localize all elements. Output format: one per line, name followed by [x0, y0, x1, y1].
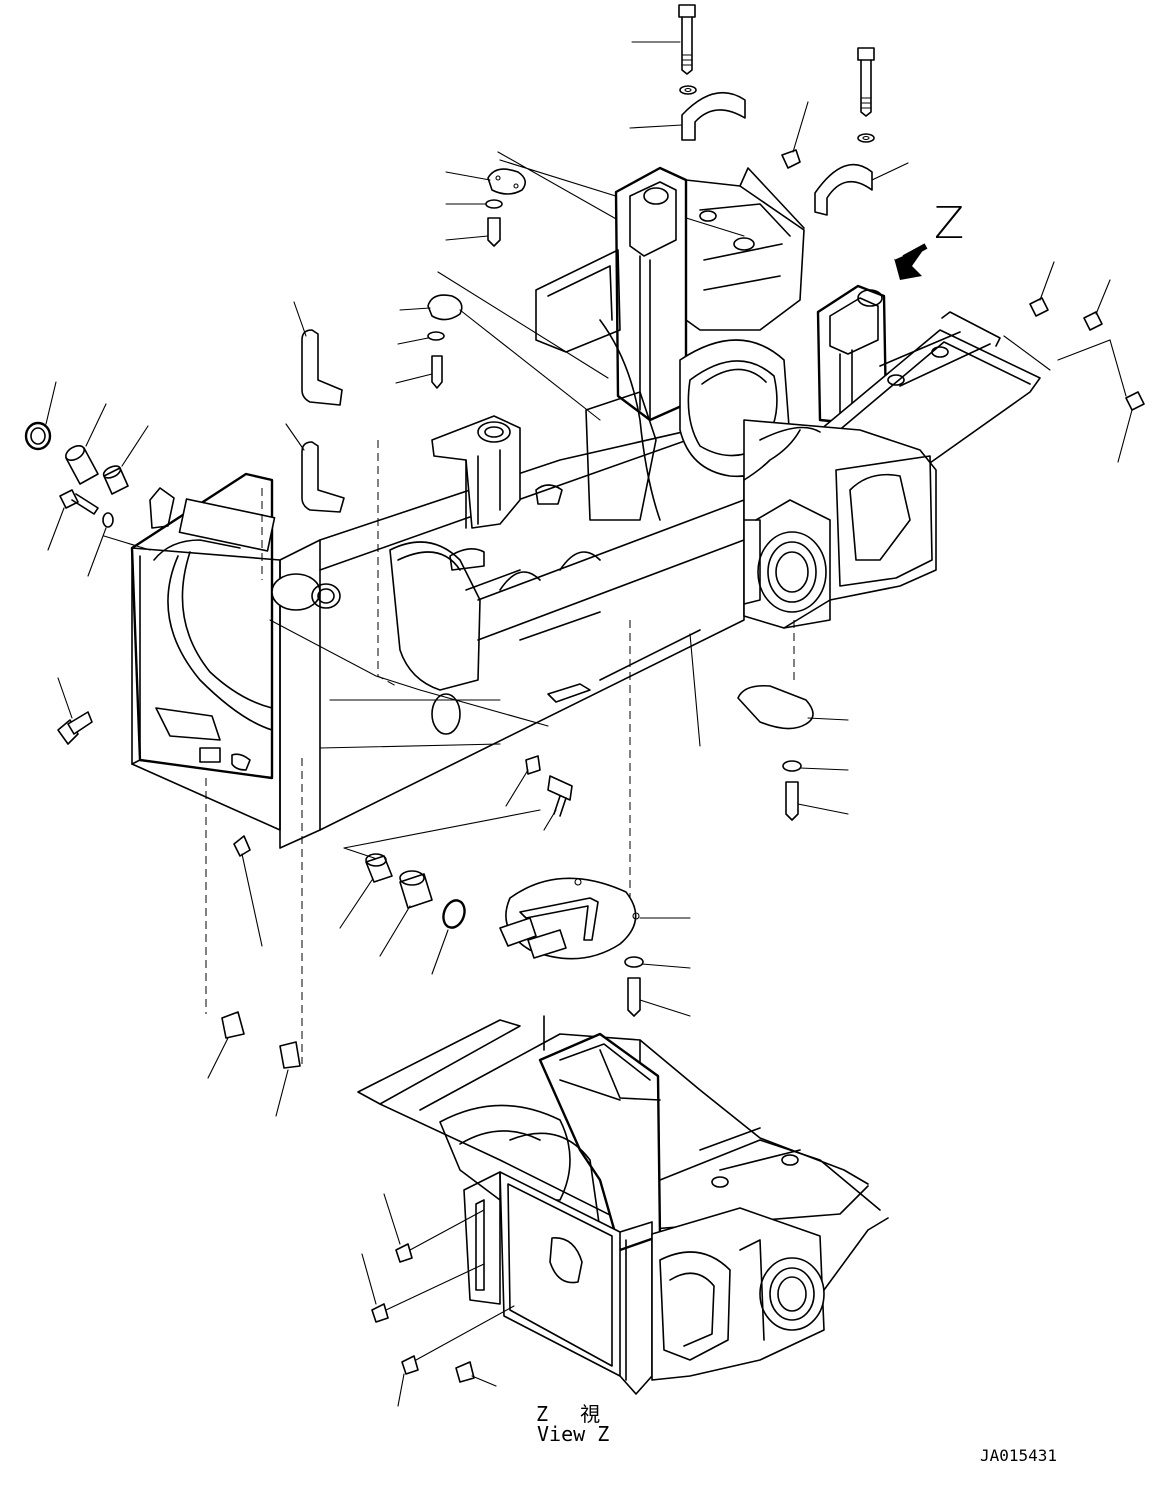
l-bracket-1 — [293, 301, 343, 406]
disc-plate-center — [499, 877, 691, 1017]
bolt-left — [47, 489, 114, 577]
cover-plate-mid — [395, 294, 463, 389]
view-z-detail — [357, 1015, 889, 1395]
view-z-caption-jp: Z 視 — [536, 1402, 611, 1426]
bearing-cap-left — [629, 91, 746, 141]
top-bolt-left — [631, 4, 697, 95]
dashed-guides — [205, 440, 795, 1064]
guide-lines-frame — [103, 335, 1127, 861]
main-frame — [130, 166, 1041, 849]
bushing-left-2 — [102, 425, 149, 495]
grease-fitting-left — [57, 677, 93, 745]
view-z-arrow — [894, 243, 928, 280]
view-z-plugs — [361, 1193, 515, 1407]
plugs-lower-left — [207, 835, 301, 1117]
l-bracket-2 — [285, 423, 345, 513]
bushing-left-1 — [65, 403, 107, 485]
view-z-caption-en: View Z — [537, 1422, 610, 1446]
seal-ring-left — [24, 381, 57, 451]
nut-washer-center — [505, 755, 573, 831]
bearing-cap-right — [814, 162, 909, 216]
drawing-number: JA015431 — [980, 1446, 1058, 1465]
top-bolt-right — [857, 47, 875, 143]
bushings-center — [339, 853, 466, 975]
view-z-letter: Z — [934, 198, 965, 249]
cover-plate-upper — [445, 168, 526, 247]
plug-top — [781, 101, 809, 169]
plugs-right — [1029, 261, 1145, 463]
oval-cover-right — [737, 684, 849, 821]
